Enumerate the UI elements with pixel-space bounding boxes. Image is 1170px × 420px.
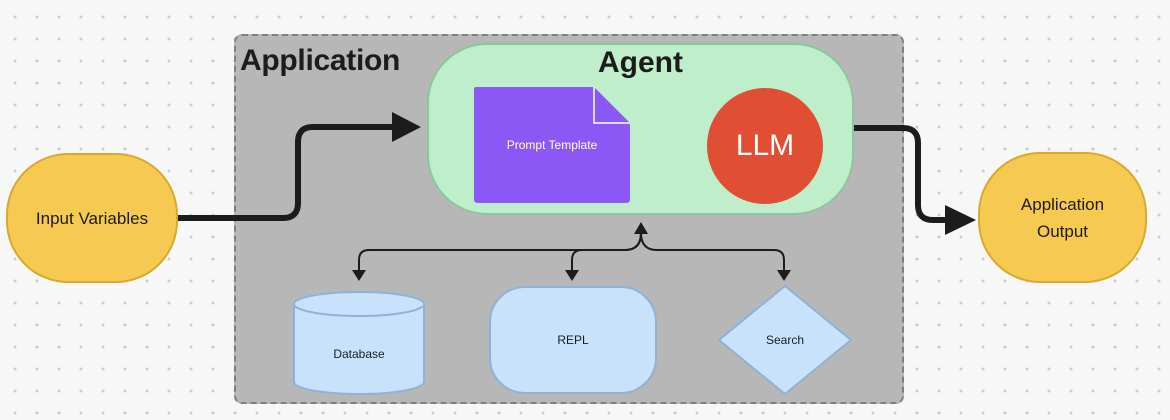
input-to-agent-arrow [178, 124, 395, 221]
tool-connectors [358, 232, 785, 272]
agent-title: Agent [598, 46, 683, 79]
search-diamond[interactable] [718, 285, 852, 395]
llm-label: LLM [735, 129, 795, 162]
agent-to-output-arrowhead [945, 205, 976, 235]
repl-label: REPL [557, 333, 589, 347]
database-label: Database [333, 347, 385, 361]
output-label-line2: Output [1036, 221, 1089, 241]
application-output-node[interactable]: Application Output [978, 152, 1147, 283]
agent-to-output-arrow [854, 125, 948, 223]
database-cylinder[interactable] [293, 291, 425, 395]
output-label-line1: Application [1020, 194, 1105, 214]
search-label: Search [765, 333, 805, 347]
llm-node[interactable]: LLM [707, 88, 823, 204]
input-variables-node[interactable]: Input Variables [6, 153, 178, 283]
prompt-template-label: Prompt Template [506, 138, 598, 152]
connector-arrowheads [352, 222, 791, 281]
application-title: Application [240, 44, 401, 77]
input-variables-label: Input Variables [35, 208, 149, 228]
repl-node[interactable]: REPL [489, 286, 657, 394]
prompt-template-document[interactable] [474, 87, 630, 203]
input-to-agent-arrowhead [392, 112, 421, 142]
